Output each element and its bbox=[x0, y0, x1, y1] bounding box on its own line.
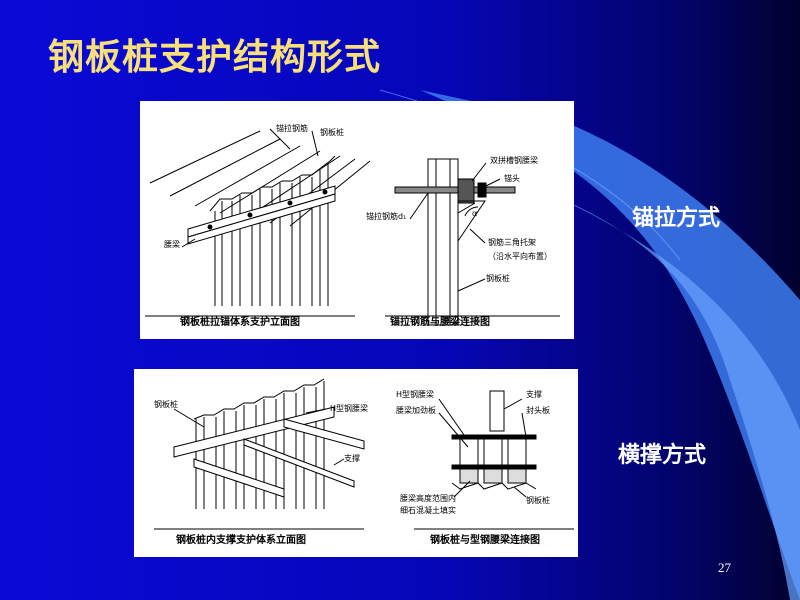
label-triangle-bracket: 钢筋三角托架 bbox=[488, 238, 536, 247]
label-end-plate: 封头板 bbox=[526, 406, 550, 415]
label-stiffener: 腰梁加劲板 bbox=[396, 406, 436, 415]
page-number: 27 bbox=[718, 560, 731, 575]
label-fill-note-2: 细石混凝土填实 bbox=[400, 506, 456, 515]
label-double-channel-waling: 双拼槽钢腰梁 bbox=[490, 156, 538, 165]
label-sheet-pile: 钢板桩 bbox=[320, 128, 344, 137]
label-bracket-note: （沿水平向布置） bbox=[488, 252, 552, 261]
anchor-diagram-drawing bbox=[145, 128, 560, 326]
label-detail-strut: 支撑 bbox=[526, 390, 542, 399]
label-fill-note-1: 腰梁高度范围内 bbox=[400, 494, 456, 503]
label-detail-h-waling: H型钢腰梁 bbox=[396, 390, 435, 399]
label-detail-sheet-pile: 钢板桩 bbox=[486, 274, 510, 283]
caption-anchor-detail: 锚拉钢筋与腰梁连接图 bbox=[390, 317, 490, 328]
label-h-waling: H型钢腰梁 bbox=[330, 404, 369, 413]
slide-title: 钢板桩支护结构形式 bbox=[48, 37, 382, 78]
label-alpha: α bbox=[472, 209, 478, 218]
caption-anchor-elevation: 钢板桩拉锚体系支护立面图 bbox=[180, 317, 300, 328]
caption-brace-detail: 钢板桩与型钢腰梁连接图 bbox=[430, 535, 540, 546]
label-tie-rod-d: 锚拉钢筋d₁ bbox=[366, 212, 407, 221]
label-detail-brace-sheet-pile: 钢板桩 bbox=[526, 496, 550, 505]
label-strut: 支撑 bbox=[344, 454, 360, 463]
label-tie-rod: 锚拉钢筋 bbox=[276, 124, 308, 133]
anchor-diagram-panel: 锚拉钢筋 钢板桩 腰梁 钢板桩拉锚体系支护立面图 双拼槽钢腰梁 锚头 锚拉钢筋d… bbox=[140, 101, 574, 339]
caption-brace-elevation: 钢板桩内支撑支护体系立面图 bbox=[176, 535, 306, 546]
label-brace-sheet-pile: 钢板桩 bbox=[154, 400, 178, 409]
label-anchor-head: 锚头 bbox=[504, 174, 520, 183]
brace-diagram-drawing bbox=[154, 378, 574, 530]
brace-diagram-panel: 钢板桩 H型钢腰梁 支撑 钢板桩内支撑支护体系立面图 H型钢腰梁 腰梁加劲板 支… bbox=[134, 369, 578, 557]
label-brace-method: 横撑方式 bbox=[618, 442, 707, 468]
label-waling: 腰梁 bbox=[164, 240, 180, 249]
label-anchor-method: 锚拉方式 bbox=[632, 205, 721, 231]
